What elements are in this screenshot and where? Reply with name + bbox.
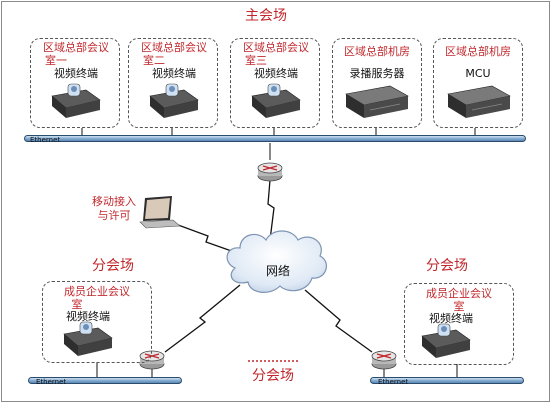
room3-device-label: 视频终端: [254, 67, 298, 80]
mcu-device-label: MCU: [465, 67, 491, 80]
mcu-server-icon: [447, 85, 511, 118]
room2-box: [128, 38, 218, 128]
room1-title-line2: 室一: [45, 54, 67, 67]
cloud-to-left-router-link: [164, 284, 241, 353]
left-branch-room-line1: 成员企业会议: [64, 285, 130, 298]
main-ethernet-label: Ethernet: [30, 136, 61, 144]
video-terminal-icon-2: [149, 83, 199, 119]
room3-box: [230, 38, 320, 128]
right-branch-room-box: [404, 283, 514, 365]
left-branch-room-box: [42, 281, 152, 363]
left-branch-device-label: 视频终端: [66, 310, 110, 323]
router-icon-right: [371, 350, 397, 370]
network-label: 网络: [266, 264, 291, 278]
mcu-box: [433, 38, 523, 128]
extra-branch-title: 分会场: [252, 368, 294, 384]
right-branch-device-label: 视频终端: [429, 312, 473, 325]
right-branch-room-line2: 室: [453, 300, 465, 313]
room2-title-line1: 区域总部会议: [141, 41, 207, 54]
recorder-server-icon: [345, 85, 409, 118]
room2-title-line2: 室二: [143, 54, 165, 67]
room3-title-line1: 区域总部会议: [243, 41, 309, 54]
mobile-access-line1: 移动接入: [92, 195, 136, 208]
mobile-access-line2: 与许可: [97, 209, 131, 222]
right-branch-room-line1: 成员企业会议: [426, 287, 492, 300]
router-to-cloud-link: [267, 179, 275, 241]
main-site-title: 主会场: [245, 8, 287, 24]
video-terminal-icon: [51, 83, 101, 118]
recorder-room-title: 区域总部机房: [344, 45, 410, 58]
main-ethernet-bus: [24, 135, 526, 142]
right-branch-title: 分会场: [426, 258, 468, 274]
left-branch-room-line2: 室: [71, 298, 83, 311]
cloud-to-right-router-link: [304, 289, 373, 353]
room2-device-label: 视频终端: [152, 67, 196, 80]
mcu-room-title: 区域总部机房: [445, 45, 511, 58]
laptop-to-cloud-link: [169, 221, 241, 255]
router-icon-top: [257, 162, 283, 182]
left-ethernet-label: Ethernet: [36, 378, 67, 386]
room1-box: [30, 38, 120, 128]
right-ethernet-bus: [370, 377, 524, 384]
video-terminal-icon-3: [251, 83, 301, 119]
recorder-device-label: 录播服务器: [349, 67, 405, 80]
network-cloud-icon: [226, 230, 328, 293]
left-branch-title: 分会场: [92, 258, 134, 274]
recorder-box: [332, 38, 422, 128]
laptop-icon: [139, 196, 181, 229]
room1-device-label: 视频终端: [54, 67, 98, 80]
left-ethernet-bus: [28, 377, 182, 384]
right-ethernet-label: Ethernet: [378, 378, 409, 386]
room1-title-line1: 区域总部会议: [43, 41, 109, 54]
room3-title-line2: 室三: [245, 54, 267, 67]
